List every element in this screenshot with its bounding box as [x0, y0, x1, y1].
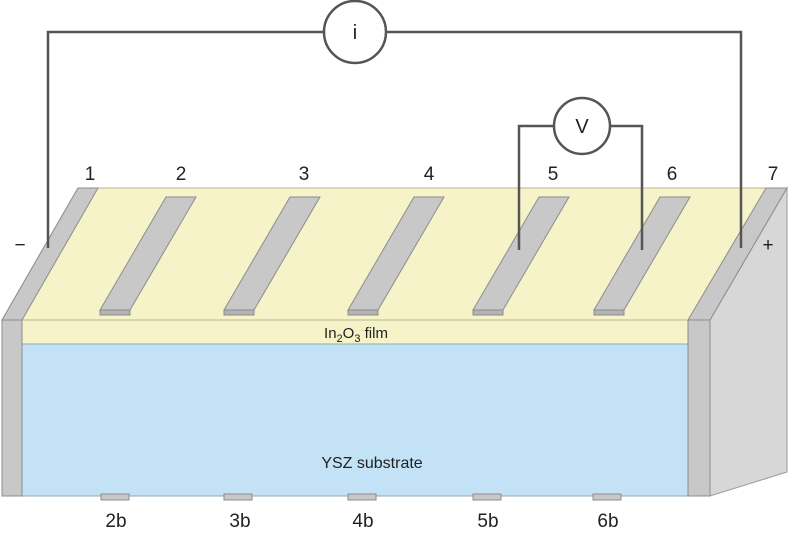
- bottom-label-2b: 2b: [105, 511, 126, 532]
- contact-label-6: 6: [667, 164, 678, 185]
- current-meter-symbol: i: [353, 22, 357, 44]
- contact-label-4: 4: [424, 164, 435, 185]
- film-label: In2O3 film: [324, 325, 388, 345]
- voltage-wire: [517, 124, 644, 250]
- electrode-5: [472, 196, 570, 316]
- contact-label-2: 2: [176, 164, 187, 185]
- negative-sign: −: [14, 235, 25, 256]
- film-front-layer: [1, 319, 711, 345]
- contact-label-1: 1: [85, 164, 96, 185]
- voltage-meter-circle: [552, 96, 612, 156]
- current-wire: [46, 30, 743, 248]
- electrode-2: [99, 196, 197, 316]
- contact-label-5: 5: [548, 164, 559, 185]
- electrode-3: [223, 196, 321, 316]
- positive-sign: +: [762, 235, 773, 256]
- bottom-pad-2b: [100, 493, 130, 501]
- bottom-label-6b: 6b: [597, 511, 618, 532]
- bottom-label-5b: 5b: [477, 511, 498, 532]
- electrode-6: [593, 196, 691, 316]
- bottom-pad-6b: [592, 493, 622, 501]
- bottom-label-4b: 4b: [352, 511, 373, 532]
- contact-label-3: 3: [299, 164, 310, 185]
- substrate-front: [1, 343, 711, 497]
- contact-label-7: 7: [768, 164, 779, 185]
- bottom-pad-5b: [472, 493, 502, 501]
- electrode-7-front: [687, 319, 711, 497]
- electrode-1-front: [1, 319, 23, 497]
- bottom-pad-3b: [223, 493, 253, 501]
- substrate-label: YSZ substrate: [321, 455, 422, 472]
- voltage-meter-symbol: V: [575, 116, 589, 138]
- electrode-4: [347, 196, 445, 316]
- bottom-pad-4b: [347, 493, 377, 501]
- current-meter-circle: [322, 0, 388, 65]
- bottom-label-3b: 3b: [229, 511, 250, 532]
